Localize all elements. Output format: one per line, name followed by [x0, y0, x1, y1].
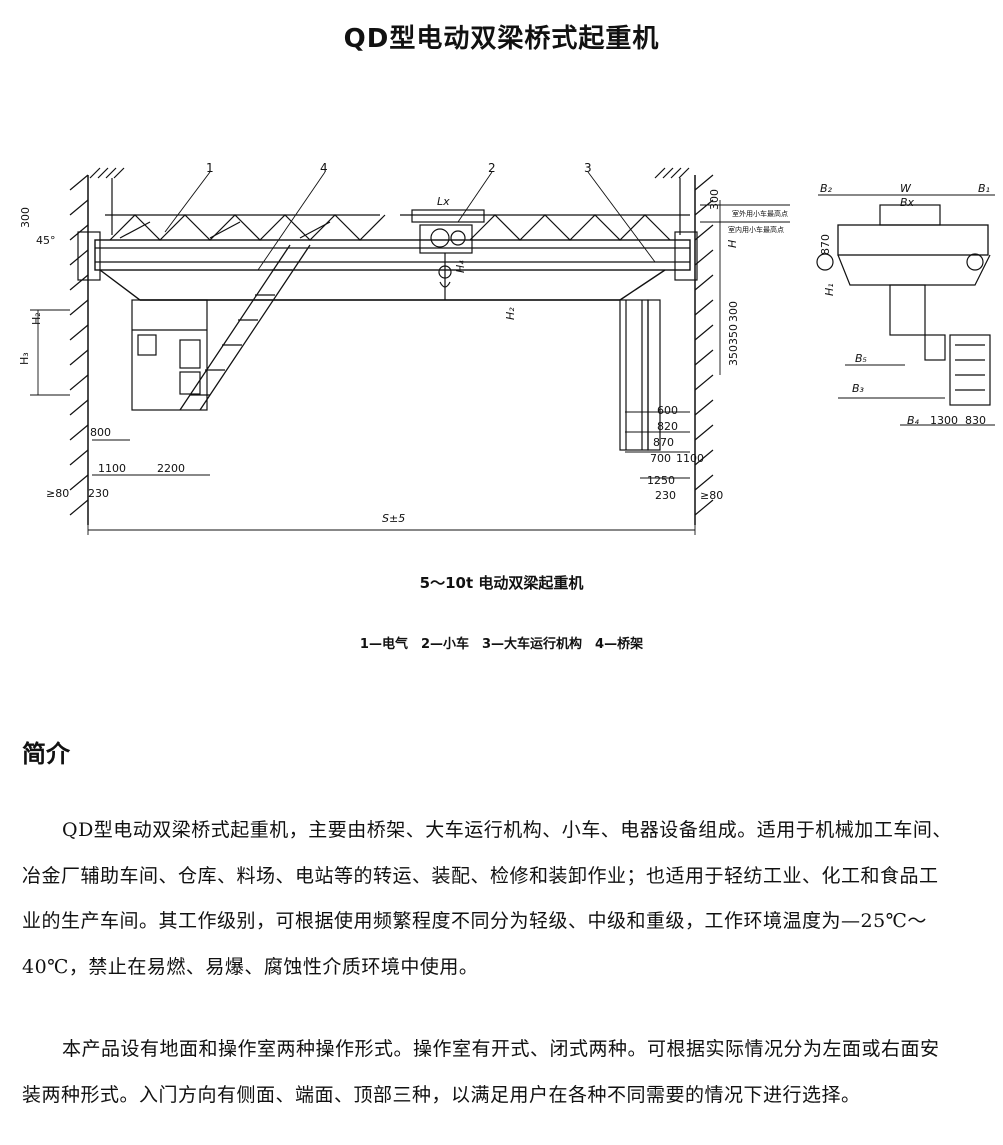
- dim-right-1100: 1100: [676, 452, 704, 465]
- callout-1: 1: [206, 161, 214, 175]
- dim-left-230: 230: [88, 487, 109, 500]
- dim-left-ge80: ≥80: [46, 487, 69, 500]
- side-b2: B₂: [820, 182, 833, 195]
- dim-left-1100: 1100: [98, 462, 126, 475]
- dim-left-h2: H₂: [30, 312, 43, 325]
- dim-right-700: 700: [650, 452, 671, 465]
- callout-3: 3: [584, 161, 592, 175]
- callout-leaders: [164, 171, 656, 271]
- intro-paragraph-1: QD型电动双梁桥式起重机，主要由桥架、大车运行机构、小车、电器设备组成。适用于机…: [22, 819, 952, 978]
- dim-right-820: 820: [657, 420, 678, 433]
- callout-4: 4: [320, 161, 328, 175]
- dim-mid-lx: Lx: [437, 195, 450, 208]
- trolley: [411, 209, 485, 300]
- side-b3: B₃: [852, 382, 865, 395]
- side-bx: Bx: [900, 196, 915, 209]
- dim-mid-h4: H₄: [454, 260, 467, 273]
- bridge-girder: [77, 214, 698, 301]
- dim-span: S±5: [382, 512, 405, 525]
- figure-caption: 5～10t 电动双梁起重机: [419, 574, 584, 592]
- dim-right-300: 300: [708, 189, 721, 210]
- callout-2: 2: [488, 161, 496, 175]
- crane-drawing: 1 4 2 3 300 45° H₂ H₃ 800 1100 2200 ≥80 …: [18, 161, 995, 535]
- note-indoor: 室内用小车最高点: [728, 225, 784, 234]
- dim-left-h3: H₃: [18, 352, 31, 365]
- side-b4: B₄: [907, 414, 920, 427]
- intro-paragraph-2: 本产品设有地面和操作室两种操作形式。操作室有开式、闭式两种。可根据实际情况分为左…: [22, 1038, 940, 1106]
- figure-legend: 1—电气 2—小车 3—大车运行机构 4—桥架: [359, 637, 644, 652]
- dim-right-300b: 300: [727, 301, 740, 322]
- left-wall: [69, 167, 125, 525]
- dim-right-1250: 1250: [647, 474, 675, 487]
- dim-left-300: 300: [19, 207, 32, 228]
- right-wall: [654, 167, 714, 525]
- dimension-lines: [30, 200, 790, 535]
- right-column: [619, 299, 661, 451]
- dim-right-600: 600: [657, 404, 678, 417]
- operator-cab: [131, 299, 208, 411]
- dim-right-h: H: [726, 240, 739, 248]
- side-870: 870: [819, 234, 832, 255]
- side-1300: 1300: [930, 414, 958, 427]
- dim-left-angle: 45°: [36, 234, 56, 247]
- dim-left-800: 800: [90, 426, 111, 439]
- dim-right-ge80: ≥80: [700, 489, 723, 502]
- side-b5: B₅: [855, 352, 867, 365]
- section-title: 简介: [22, 740, 70, 768]
- dim-right-350a: 350: [727, 324, 740, 345]
- note-outdoor: 室外用小车最高点: [732, 209, 788, 218]
- side-830: 830: [965, 414, 986, 427]
- page-title: QD型电动双梁桥式起重机: [343, 24, 660, 54]
- side-view: [816, 194, 995, 426]
- dim-mid-h2: H₂: [504, 307, 517, 320]
- dim-right-870: 870: [653, 436, 674, 449]
- ladder: [179, 244, 311, 411]
- dim-right-230: 230: [655, 489, 676, 502]
- dim-left-2200: 2200: [157, 462, 185, 475]
- dim-right-350b: 350: [727, 345, 740, 366]
- side-b1: B₁: [978, 182, 990, 195]
- side-w: W: [900, 182, 912, 195]
- side-h1: H₁: [823, 283, 836, 296]
